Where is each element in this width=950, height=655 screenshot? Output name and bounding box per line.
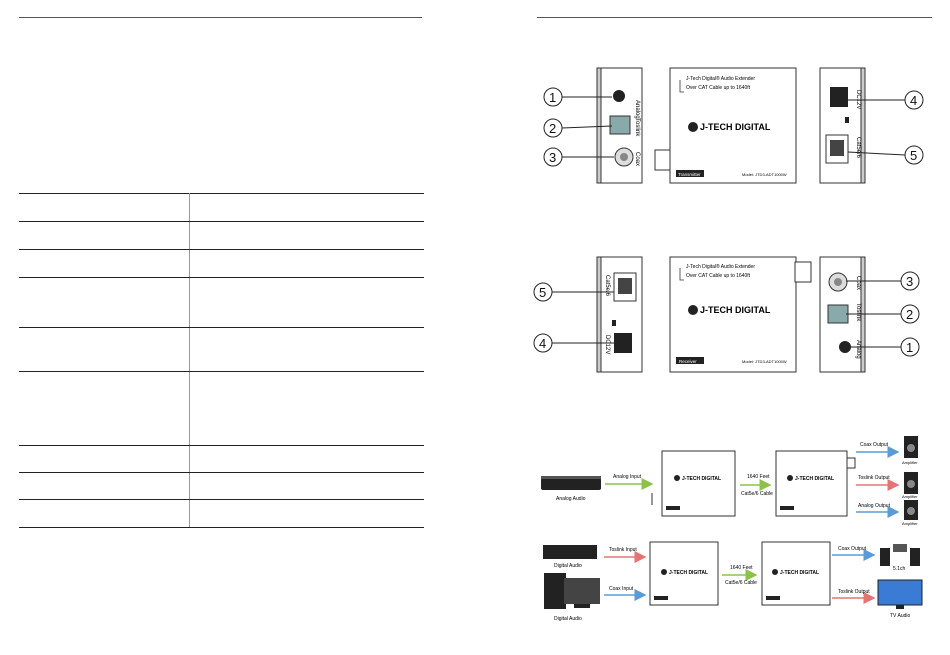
connection-diagram-analog: Analog Audio Analog Input J-TECH DIGITAL… [541, 436, 918, 526]
rx-label-dc12v: DC12V [604, 335, 610, 354]
d1-output-coax: Coax Output [860, 442, 889, 448]
dc-power-port-icon [614, 333, 632, 353]
speaker-icon [910, 548, 920, 566]
table-row [19, 277, 424, 328]
d2-source-label-1: Digital Audio [554, 563, 582, 569]
rx-front-text-1: J-Tech Digital® Audio Extender [686, 263, 755, 270]
analog-jack-icon [839, 341, 851, 353]
svg-text:2: 2 [549, 121, 556, 136]
d2-output-coax: Coax Output [838, 546, 867, 552]
svg-text:J-TECH DIGITAL: J-TECH DIGITAL [795, 476, 834, 482]
table-row [19, 193, 424, 222]
svg-text:2: 2 [906, 307, 913, 322]
rx-badge [676, 357, 704, 364]
tx-brand: J-TECH DIGITAL [700, 122, 771, 132]
table-row [19, 445, 424, 473]
d1-receiver [775, 450, 848, 517]
svg-text:1: 1 [906, 340, 913, 355]
tx-label-coax: Coax [634, 152, 640, 166]
tx-front-text-2: Over CAT Cable up to 1640ft [686, 85, 751, 91]
d2-speaker-label: 5.1ch [893, 566, 905, 572]
svg-text:Transmitter: Transmitter [678, 172, 701, 177]
rx-label-toslink: Toslink [855, 303, 861, 322]
svg-text:3: 3 [549, 150, 556, 165]
toslink-port-icon [827, 304, 849, 324]
receiver-views: Cat5e/6 DC12V 5 4 J-Tech Digital® Audio … [533, 256, 920, 373]
analog-jack-icon [613, 90, 625, 102]
d2-source-label-2: Digital Audio [554, 616, 582, 622]
right-page-top-rule [537, 17, 932, 18]
rx-model: Model: JTD3-ADT1000W [742, 359, 787, 364]
j-tech-logo-icon [688, 305, 698, 315]
digital-audio-device-icon [543, 545, 597, 559]
tx-label-toslink: Toslink [634, 118, 640, 137]
table-row [19, 221, 424, 250]
table-row [19, 472, 424, 500]
left-page-top-rule [19, 17, 422, 18]
transmitter-views: Analog Toslink Coax 1 2 3 J-Tech Digital… [543, 67, 924, 184]
table-row [19, 327, 424, 372]
spec-table [19, 193, 424, 528]
j-tech-logo-icon [688, 122, 698, 132]
connection-diagram-digital: Digital Audio Digital Audio Toslink Inpu… [543, 541, 923, 622]
tx-label-cat: Cat5e/6 [855, 137, 861, 159]
svg-text:J-TECH DIGITAL: J-TECH DIGITAL [780, 570, 819, 576]
d2-transmitter [649, 541, 719, 606]
table-row [19, 371, 424, 446]
tv-icon [877, 579, 923, 606]
tx-badge [676, 170, 704, 177]
d1-input-label: Analog Input [613, 474, 642, 480]
dc-power-port-icon [830, 87, 848, 107]
svg-text:5: 5 [539, 285, 546, 300]
rx-label-coax: Coax [855, 276, 861, 290]
svg-text:1: 1 [549, 90, 556, 105]
d1-output-analog: Analog Output [858, 503, 891, 509]
svg-text:3: 3 [906, 274, 913, 289]
speaker-icon [880, 548, 890, 566]
svg-text:J-TECH DIGITAL: J-TECH DIGITAL [682, 476, 721, 482]
audio-player-icon [541, 478, 601, 490]
d2-cable-label-1: 1640 Feet [730, 565, 753, 571]
tx-right-panel [819, 67, 863, 184]
toslink-port-icon [609, 115, 631, 135]
d2-input-toslink: Toslink Input [609, 547, 637, 553]
table-row [19, 499, 424, 528]
speaker-icon [893, 544, 907, 552]
d1-output-toslink: Toslink Output [858, 475, 890, 481]
tx-model: Model: JTD3-ADT1000W [742, 172, 787, 177]
monitor-icon [564, 578, 600, 604]
d1-cable-label-2: Cat5e/6 Cable [741, 491, 773, 497]
d2-tv-label: TV Audio [890, 613, 911, 619]
d2-output-toslink: Toslink Output [838, 589, 870, 595]
d1-cable-label-1: 1640 Feet [747, 474, 770, 480]
pc-tower-icon [544, 573, 566, 609]
svg-text:5: 5 [910, 148, 917, 163]
tx-front-text-1: J-Tech Digital® Audio Extender [686, 75, 755, 82]
d1-source-label: Analog Audio [556, 496, 586, 502]
table-row [19, 249, 424, 278]
tx-label-analog: Analog [634, 100, 640, 119]
d2-cable-label-2: Cat5e/6 Cable [725, 580, 757, 586]
product-illustrations: Analog Toslink Coax 1 2 3 J-Tech Digital… [533, 67, 924, 622]
d1-transmitter [661, 450, 736, 517]
rx-label-cat: Cat5e/6 [604, 275, 610, 297]
svg-text:4: 4 [539, 336, 546, 351]
rx-label-analog: Analog [855, 340, 861, 359]
svg-text:4: 4 [910, 93, 917, 108]
svg-text:Amplifier: Amplifier [902, 460, 918, 465]
rx-brand: J-TECH DIGITAL [700, 305, 771, 315]
d2-input-coax: Coax Input [609, 586, 634, 592]
rx-front-text-2: Over CAT Cable up to 1640ft [686, 273, 751, 279]
svg-text:Amplifier: Amplifier [902, 494, 918, 499]
svg-text:Receiver: Receiver [679, 359, 697, 364]
svg-text:Amplifier: Amplifier [902, 521, 918, 526]
svg-text:J-TECH DIGITAL: J-TECH DIGITAL [669, 570, 708, 576]
